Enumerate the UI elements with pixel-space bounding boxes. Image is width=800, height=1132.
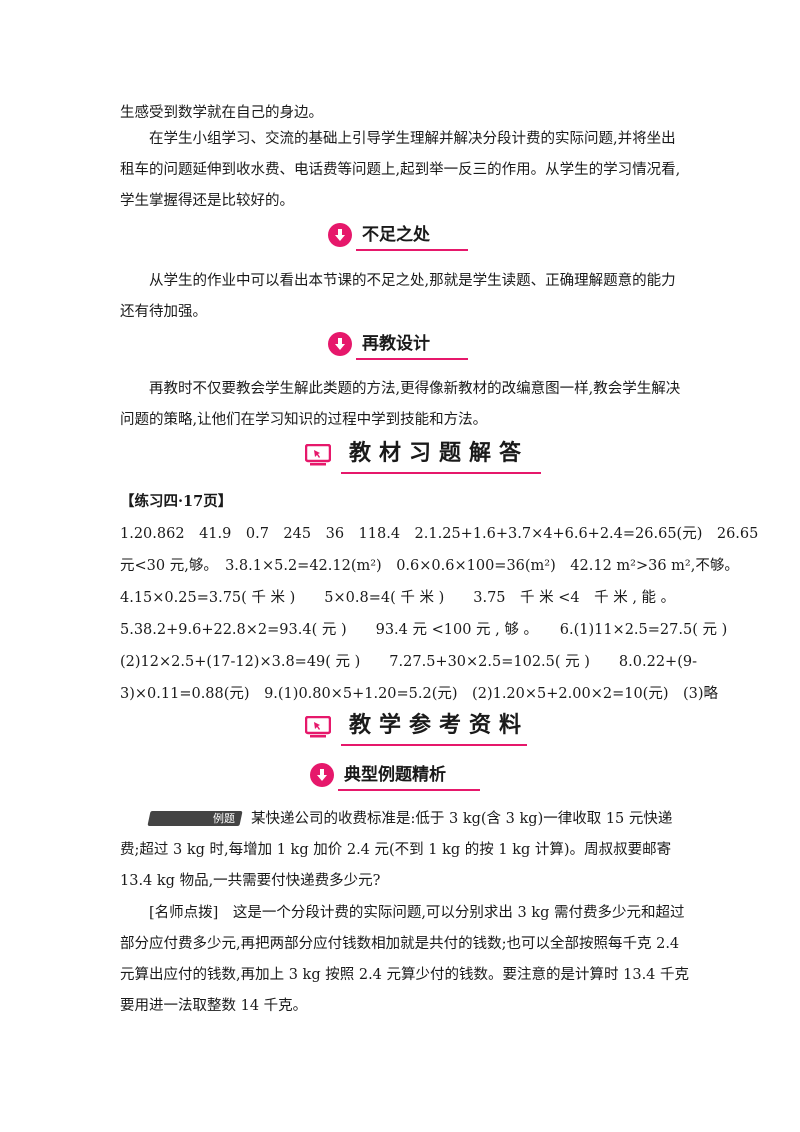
exercise-reference: 【练习四·17页】 bbox=[120, 493, 233, 510]
deficiency-text: 从学生的作业中可以看出本节课的不足之处,那就是学生读题、正确理解题意的能力还有待… bbox=[120, 273, 676, 320]
down-arrow-icon bbox=[328, 223, 352, 247]
example-text: 某快递公司的收费标准是:低于 3 kg(含 3 kg)一律收取 15 元快递费;… bbox=[120, 811, 673, 889]
example-paragraph: 例题某快递公司的收费标准是:低于 3 kg(含 3 kg)一律收取 15 元快递… bbox=[120, 804, 690, 897]
heading-underline bbox=[341, 744, 527, 746]
tip-label: [名师点拨] bbox=[149, 905, 219, 921]
reference-heading: 教学参考资料 bbox=[305, 710, 545, 746]
deficiency-title: 不足之处 bbox=[362, 225, 430, 245]
typical-example-title: 典型例题精析 bbox=[344, 765, 446, 785]
tip-paragraph: [名师点拨] 这是一个分段计费的实际问题,可以分别求出 3 kg 需付费多少元和… bbox=[120, 898, 690, 1022]
redesign-heading: 再教设计 bbox=[328, 331, 468, 361]
example-tag: 例题 bbox=[147, 811, 243, 826]
intro-paragraph: 在学生小组学习、交流的基础上引导学生理解并解决分段计费的实际问题,并将坐出租车的… bbox=[120, 131, 681, 209]
down-arrow-icon bbox=[310, 763, 334, 787]
answer-line: 4.15×0.25=3.75( 千 米 ) 5×0.8=4( 千 米 ) 3.7… bbox=[120, 590, 676, 606]
heading-underline bbox=[356, 358, 468, 360]
answer-line: (2)12×2.5+(17-12)×3.8=49( 元 ) 7.27.5+30×… bbox=[120, 654, 697, 670]
redesign-text: 再教时不仅要教会学生解此类题的方法,更得像新教材的改编意图一样,教会学生解决问题… bbox=[120, 381, 681, 428]
typical-example-heading: 典型例题精析 bbox=[310, 762, 490, 792]
answer-line: 元<30 元,够。 3.8.1×5.2=42.12(m²) 0.6×0.6×10… bbox=[120, 558, 739, 574]
deficiency-heading: 不足之处 bbox=[328, 222, 468, 252]
redesign-title: 再教设计 bbox=[362, 334, 430, 354]
heading-underline bbox=[341, 472, 541, 474]
heading-underline bbox=[338, 789, 480, 791]
answers-title: 教材习题解答 bbox=[349, 441, 530, 466]
answer-line: 5.38.2+9.6+22.8×2=93.4( 元 ) 93.4 元 <100 … bbox=[120, 622, 728, 638]
answers-heading: 教材习题解答 bbox=[305, 438, 545, 474]
reference-title: 教学参考资料 bbox=[349, 713, 530, 738]
monitor-icon bbox=[305, 716, 331, 738]
heading-underline bbox=[356, 249, 468, 251]
monitor-icon bbox=[305, 444, 331, 466]
tip-text: 这是一个分段计费的实际问题,可以分别求出 3 kg 需付费多少元和超过部分应付费… bbox=[120, 905, 690, 1014]
answer-line: 3)×0.11=0.88(元) 9.(1)0.80×5+1.20=5.2(元) … bbox=[120, 686, 719, 702]
answer-line: 1.20.862 41.9 0.7 245 36 118.4 2.1.25+1.… bbox=[120, 526, 759, 542]
down-arrow-icon bbox=[328, 332, 352, 356]
intro-line: 生感受到数学就在自己的身边。 bbox=[120, 105, 323, 121]
